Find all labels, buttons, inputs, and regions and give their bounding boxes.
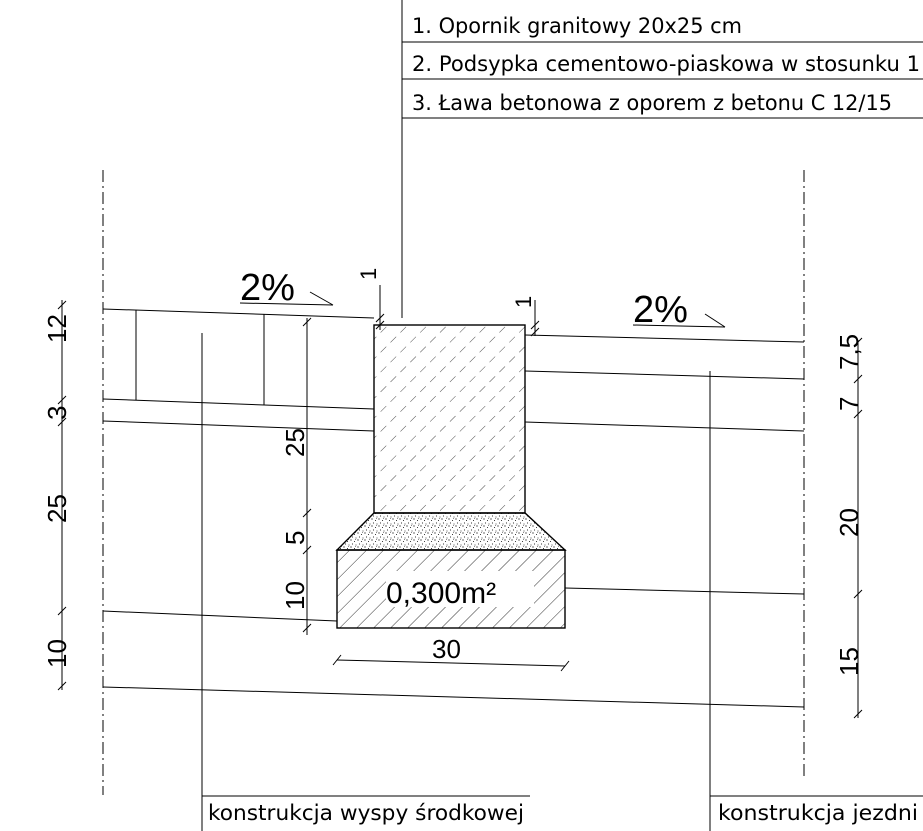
inner-dimension-chain: 25 5 10 (280, 317, 312, 635)
bench-area-label: 0,300m² (386, 577, 496, 610)
svg-text:2%: 2% (240, 267, 295, 309)
svg-text:7,5: 7,5 (834, 334, 864, 370)
legend-item-2: 2. Podsypka cementowo-piaskowa w stosunk… (412, 52, 920, 76)
legend-item-3: 3. Ława betonowa z oporem z betonu C 12/… (412, 91, 892, 115)
svg-text:7: 7 (834, 397, 864, 411)
svg-text:10: 10 (280, 581, 310, 610)
left-offset-dimension: 1 (356, 268, 385, 330)
svg-text:5: 5 (280, 531, 310, 545)
right-slope-indicator: 2% (632, 289, 726, 331)
left-slope-indicator: 2% (239, 267, 334, 309)
svg-text:12: 12 (42, 314, 72, 343)
svg-text:25: 25 (280, 428, 310, 457)
svg-text:15: 15 (834, 647, 864, 676)
legend-item-1: 1. Opornik granitowy 20x25 cm (412, 14, 742, 38)
svg-text:2%: 2% (633, 289, 688, 331)
granite-curb (373, 324, 526, 514)
road-caption: konstrukcja jezdni (718, 801, 918, 825)
svg-text:20: 20 (834, 508, 864, 537)
right-offset-dimension: 1 (511, 296, 540, 337)
road-layers (524, 334, 805, 831)
svg-text:3: 3 (42, 406, 72, 420)
svg-text:1: 1 (511, 296, 536, 308)
island-caption: konstrukcja wyspy środkowej (208, 801, 524, 825)
svg-text:10: 10 (42, 639, 72, 668)
left-dimension-chain: 12 3 25 10 (42, 300, 72, 691)
bench-width-label: 30 (432, 634, 461, 664)
island-layers (102, 308, 805, 831)
bottom-captions: konstrukcja wyspy środkowej konstrukcja … (202, 795, 923, 825)
svg-text:1: 1 (356, 268, 381, 280)
legend-table: 1. Opornik granitowy 20x25 cm 2. Podsypk… (401, 0, 923, 318)
right-dimension-chain: 7,5 7 20 15 (834, 334, 864, 719)
svg-text:25: 25 (42, 494, 72, 523)
cement-sand-bedding (335, 512, 567, 551)
